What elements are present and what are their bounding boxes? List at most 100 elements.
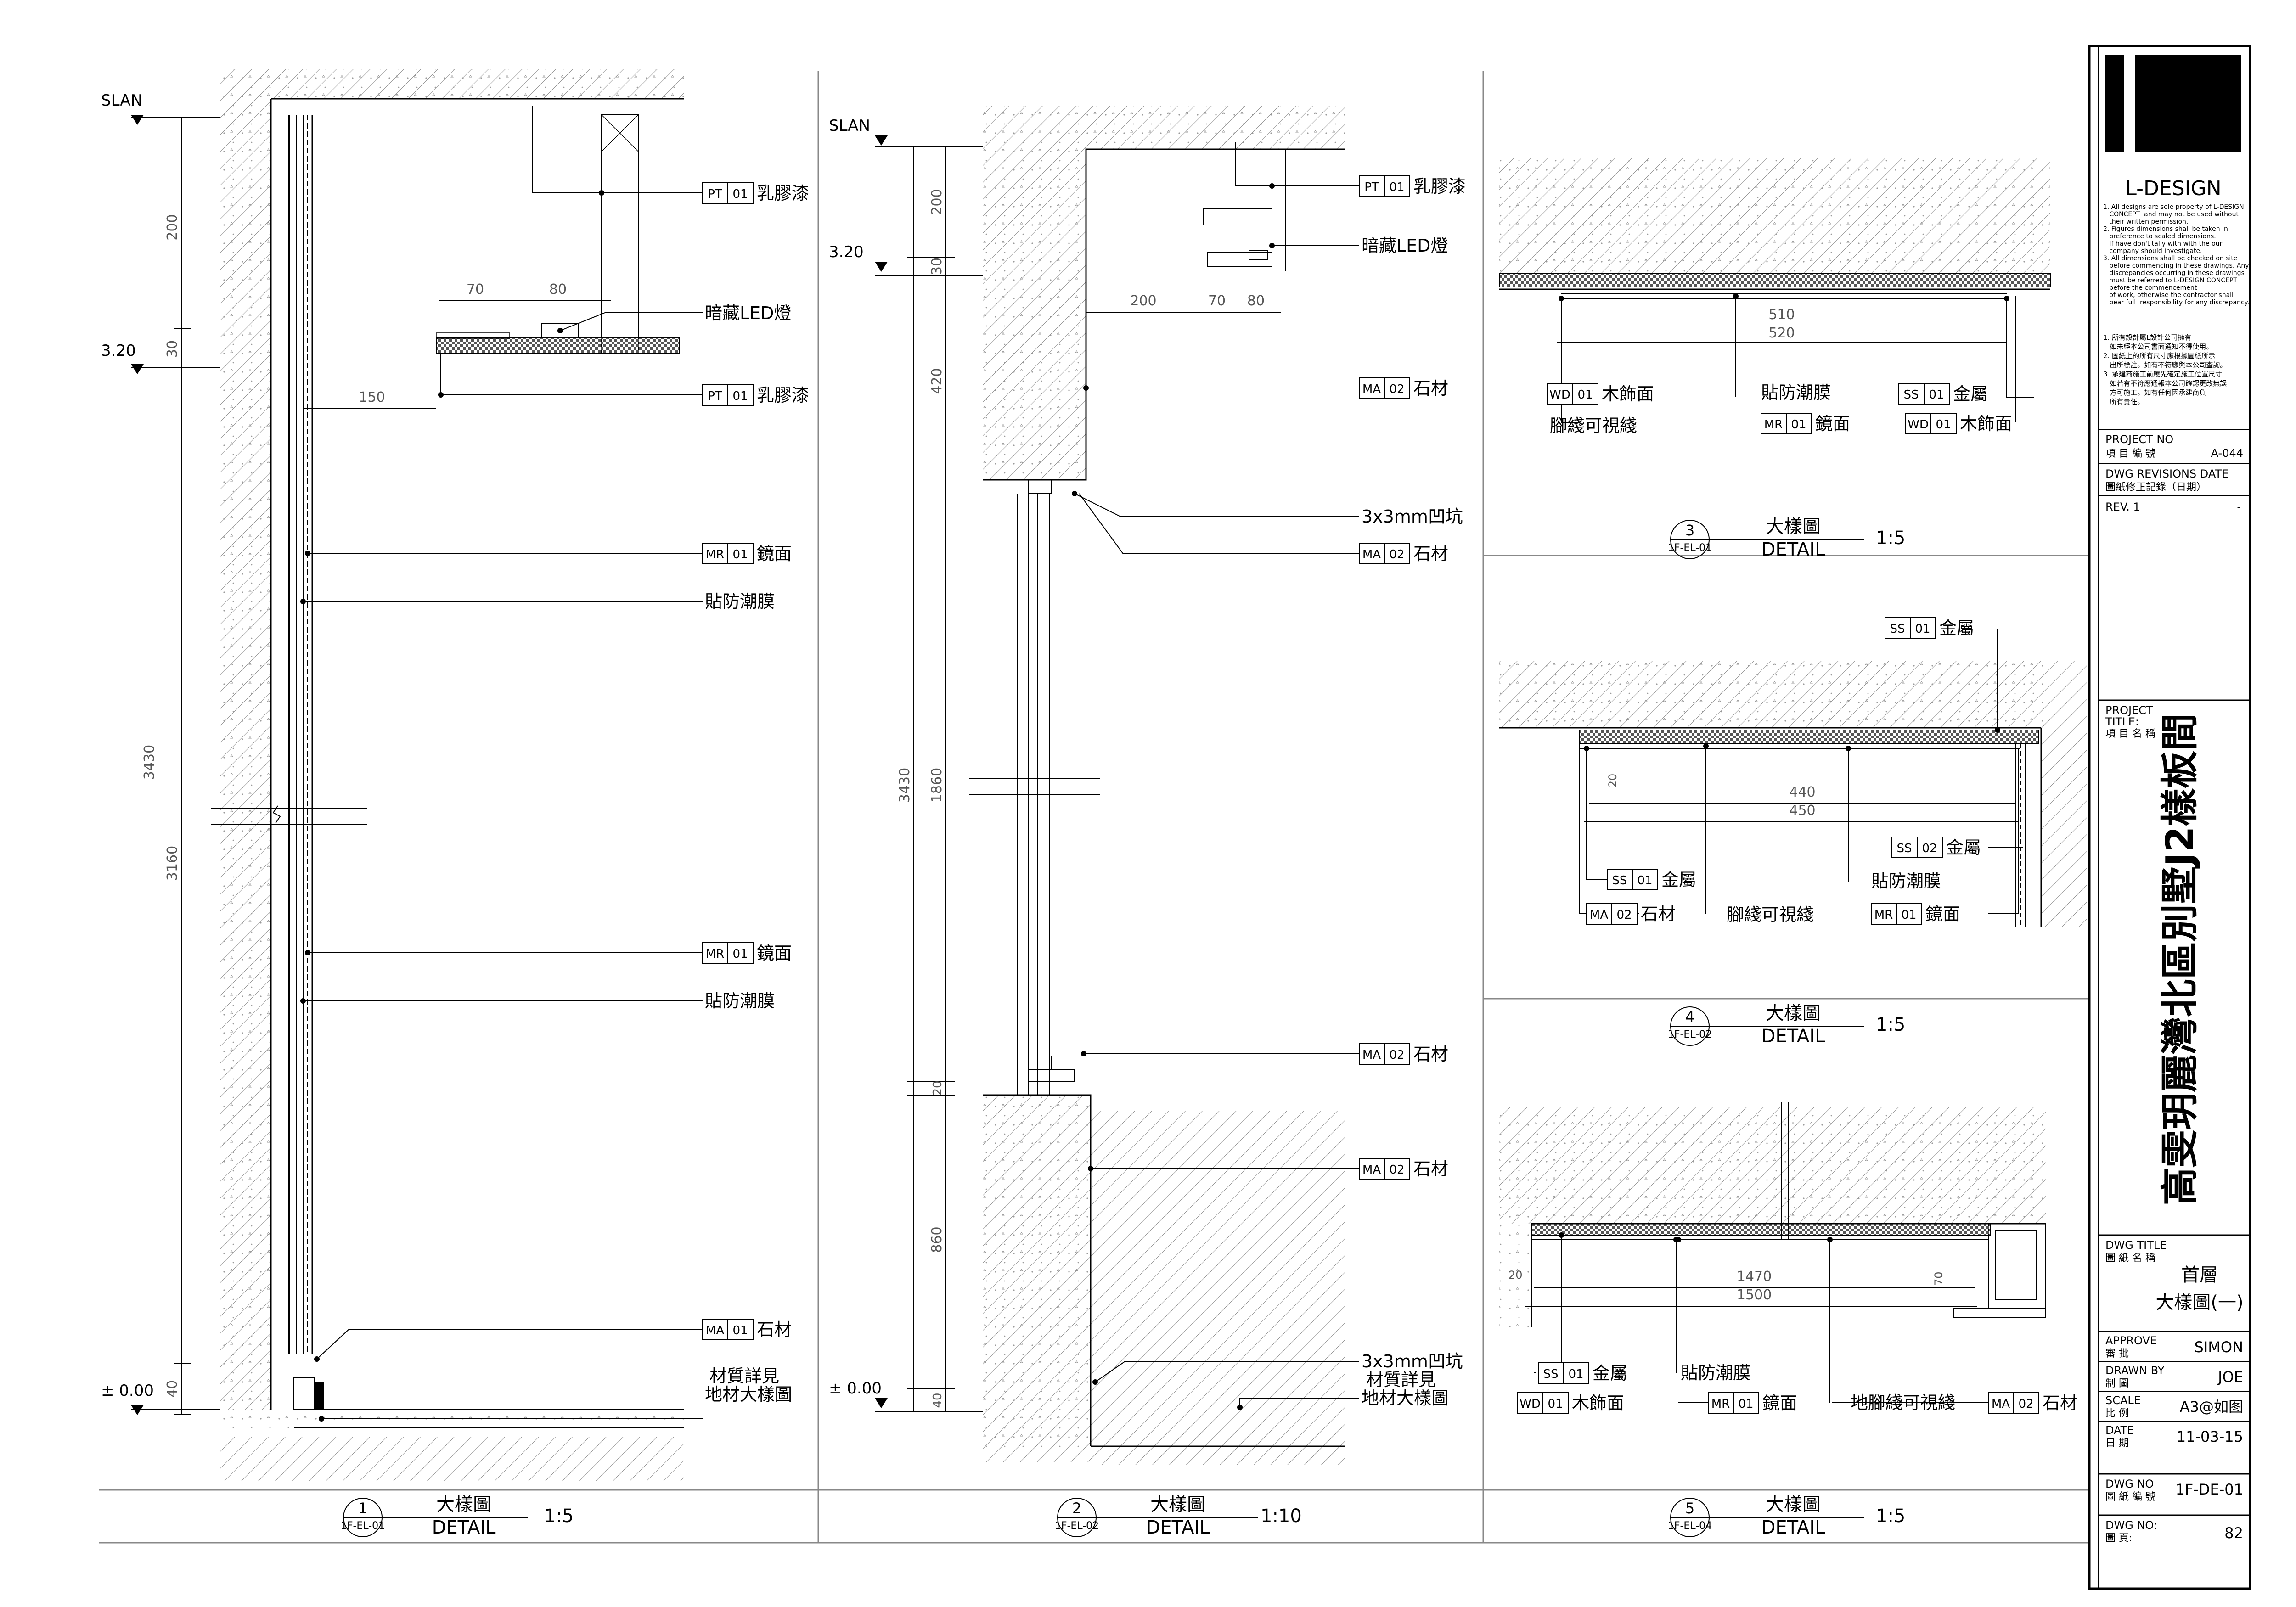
material-num: 01 [732, 947, 748, 961]
revisions-label-zh: 圖紙修正記錄（日期） [2105, 482, 2206, 493]
dim-text: 200 [1130, 293, 1156, 309]
callout-ss02: SS 02 金屬 [1891, 837, 1981, 858]
dim-text: 520 [1768, 325, 1795, 341]
label-material-ref: 材質詳見 [709, 1366, 779, 1386]
detail-ref: 1F-EL-02 [1668, 1029, 1712, 1040]
dwg-title-label: DWG TITLE [2105, 1239, 2167, 1252]
dim-text: 200 [929, 189, 945, 215]
note-line: 2. 圖紙上的所有尺寸應根據圖紙所示 [2103, 352, 2215, 360]
detail-title: 大樣圖 [1150, 1494, 1205, 1515]
material-num: 01 [1791, 418, 1806, 432]
callout-mr01-lower: MR 01 鏡面 [702, 942, 792, 964]
page-label: DWG NO: [2105, 1519, 2157, 1532]
detail-ref: 1F-EL-01 [341, 1520, 385, 1532]
label-moisture-film: 貼防潮膜 [705, 991, 775, 1011]
callout-ma02: MA 02 石材 [1988, 1392, 2077, 1414]
scale-label-zh: 比 例 [2105, 1408, 2129, 1419]
material-num: 02 [1389, 548, 1404, 562]
detail-title: 大樣圖 [1766, 516, 1821, 537]
project-title-label-zh: 項 目 名 稱 [2105, 728, 2155, 740]
detail-title: 大樣圖 [1766, 1003, 1821, 1024]
title-block: L-DESIGN 1. All designs are sole propert… [2088, 45, 2251, 1590]
material-name: 石材 [1413, 1159, 1448, 1179]
material-name: 金屬 [1946, 837, 1981, 858]
revision-value: - [2237, 500, 2241, 513]
dim-text: 200 [164, 214, 180, 240]
detail-number: 3 [1685, 522, 1694, 539]
label-groove: 3x3mm凹坑 [1362, 506, 1463, 527]
material-name: 金屬 [1953, 384, 1988, 404]
note-line: of work, otherwise the contractor shall [2103, 292, 2234, 299]
dim-text: 20 [1606, 774, 1619, 788]
callout-ma02-a: MA 02 石材 [1359, 377, 1448, 399]
callout-pt01-upper: PT 01 乳膠漆 [702, 182, 809, 204]
detail-ref: 1F-EL-02 [1055, 1520, 1099, 1532]
approve-label-zh: 審 批 [2105, 1348, 2129, 1360]
note-line: 3. All dimensions shall be checked on si… [2103, 255, 2237, 262]
dim-text: 440 [1789, 784, 1815, 800]
label-skirting-visible: 腳綫可視綫 [1550, 416, 1637, 436]
material-code: SS [1612, 874, 1627, 888]
level-marker-slan: SLAN [101, 91, 220, 125]
material-name: 石材 [757, 1320, 792, 1340]
label-moisture-film: 貼防潮膜 [1761, 382, 1831, 403]
detail-scale: 1:10 [1261, 1506, 1302, 1527]
material-name: 金屬 [1593, 1363, 1627, 1383]
callout-wd01-b: WD 01 木飾面 [1905, 413, 2012, 434]
project-title: 高雯玥麗灣北區別墅J2樣板間 [2158, 713, 2202, 1205]
material-name: 木飾面 [1960, 414, 2012, 434]
dim-text: 20 [1508, 1269, 1523, 1281]
level-text: SLAN [829, 117, 870, 135]
level-text: ± 0.00 [829, 1379, 882, 1398]
material-num: 01 [1915, 622, 1930, 636]
material-code: MR [1764, 418, 1783, 432]
level-marker-000: ± 0.00 [101, 1382, 220, 1415]
note-line: 3. 承建商施工前應先確定施工位置尺寸 [2103, 370, 2222, 378]
material-num: 01 [732, 548, 748, 562]
callout-mr01: MR 01 鏡面 [1871, 903, 1960, 925]
material-code: MA [1590, 908, 1608, 922]
sheet-frame [99, 71, 2089, 1544]
material-name: 鏡面 [1762, 1393, 1797, 1413]
material-name: 木飾面 [1572, 1393, 1624, 1413]
detail-subtitle: DETAIL [1146, 1517, 1210, 1538]
note-line: their written permission. [2103, 218, 2188, 225]
material-num: 02 [1616, 908, 1632, 922]
date-label-zh: 日 期 [2105, 1438, 2129, 1449]
dim-text: 860 [929, 1226, 945, 1253]
material-name: 石材 [1413, 1044, 1448, 1064]
detail-subtitle: DETAIL [432, 1517, 496, 1538]
drawn-label: DRAWN BY [2105, 1364, 2165, 1377]
dim-text: 70 [1208, 293, 1226, 309]
note-line: must be referred to L-DESIGN CONCEPT [2103, 277, 2237, 284]
note-line: 出所標註。如有不符應與本公司查詢。 [2103, 361, 2227, 369]
material-num: 01 [732, 187, 748, 201]
material-code: MR [1711, 1397, 1730, 1411]
dim-text: 1500 [1737, 1287, 1772, 1303]
dim-text: 1860 [929, 768, 945, 803]
page: 82 [2224, 1524, 2243, 1542]
material-name: 鏡面 [1815, 414, 1850, 434]
label-floor-skirting-visible: 地腳綫可視綫 [1851, 1393, 1955, 1413]
material-name: 金屬 [1661, 870, 1696, 890]
note-line: before the commencement [2103, 284, 2197, 292]
material-num: 02 [1389, 382, 1404, 396]
material-name: 石材 [1413, 378, 1448, 399]
detail-2-section: 200 30 420 3430 1860 20 860 40 200 70 80… [829, 106, 1466, 1465]
detail-number: 4 [1685, 1008, 1694, 1026]
detail-1-section: 200 30 3430 3160 40 70 80 150 SLAN 3.20 … [101, 69, 809, 1481]
label-moisture-film: 貼防潮膜 [705, 591, 775, 612]
date: 11-03-15 [2177, 1428, 2243, 1445]
detail-ref: 1F-EL-01 [1668, 542, 1712, 554]
material-num: 01 [732, 389, 748, 403]
dim-text: 40 [931, 1393, 945, 1408]
drawn-label-zh: 制 圖 [2105, 1378, 2129, 1389]
material-name: 鏡面 [757, 544, 792, 564]
level-marker-000: ± 0.00 [829, 1379, 983, 1412]
project-title-label-2: TITLE: [2105, 715, 2139, 728]
detail-subtitle: DETAIL [1761, 1517, 1826, 1538]
material-code: MR [706, 548, 725, 562]
detail-title-4: 4 1F-EL-02 大樣圖 DETAIL 1:5 [1668, 1003, 1906, 1047]
detail-title: 大樣圖 [436, 1494, 491, 1515]
